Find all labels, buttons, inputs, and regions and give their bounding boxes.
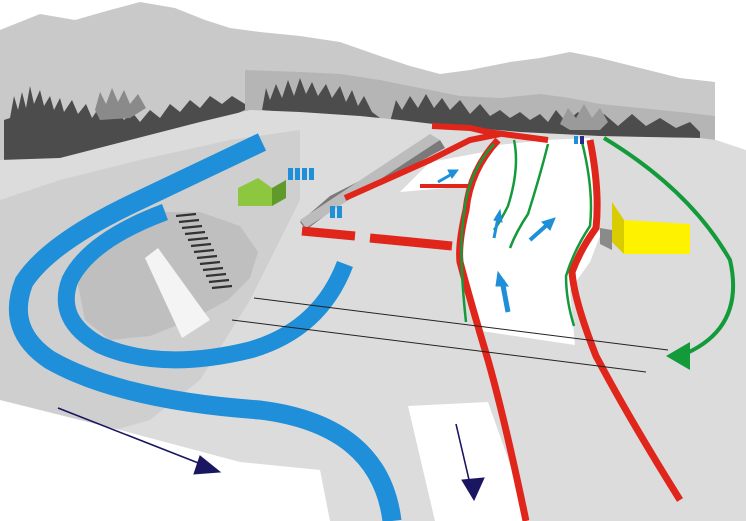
arrow-left-head xyxy=(193,455,222,475)
blue-ski-track xyxy=(8,133,402,521)
toilet-8 xyxy=(580,136,584,144)
red-line-top xyxy=(431,123,549,143)
toilet-6 xyxy=(337,206,342,218)
portable-toilets xyxy=(288,136,584,218)
toilet-3 xyxy=(302,168,307,180)
stadium-grandstand-top xyxy=(300,134,440,228)
toilet-7 xyxy=(574,136,578,144)
course-line-1 xyxy=(253,297,669,351)
red-barrier-horizontal xyxy=(301,226,356,241)
green-return-arrowhead xyxy=(666,342,690,370)
red-lane-left xyxy=(456,137,530,521)
red-line-upper xyxy=(343,131,501,201)
green-lane-left xyxy=(460,143,495,323)
toilet-2 xyxy=(295,168,300,180)
course-lines xyxy=(231,297,669,373)
snow-stadium-lanes xyxy=(460,138,600,345)
snow-lower-left xyxy=(0,400,330,521)
snow-lower-center xyxy=(408,402,530,521)
green-lane-right xyxy=(564,141,593,327)
forest-left xyxy=(4,86,245,165)
forest-center xyxy=(262,78,380,118)
arrow-center-line xyxy=(455,423,471,485)
arrow-left-line xyxy=(57,407,207,467)
forest-left-light xyxy=(95,88,146,120)
red-lane-right xyxy=(568,139,683,502)
direction-arrows xyxy=(57,407,485,502)
snow-areas xyxy=(0,138,600,521)
start-stadium-corridors xyxy=(301,123,736,521)
yellow-building xyxy=(600,202,690,254)
lane-arrows xyxy=(437,169,556,313)
red-barrier-horizontal-2 xyxy=(369,233,453,251)
forest-right-light xyxy=(560,104,608,130)
green-hut-front xyxy=(238,178,272,206)
green-lane-mid-right xyxy=(508,143,550,249)
ski-jump-white-landing xyxy=(145,248,210,338)
green-hut xyxy=(238,178,286,206)
course-line-2 xyxy=(231,319,647,373)
arrow-center-head xyxy=(461,477,485,502)
green-hut-side xyxy=(272,180,286,206)
toilet-4 xyxy=(309,168,314,180)
yellow-building-side xyxy=(612,202,624,254)
yellow-building-front xyxy=(624,220,690,254)
ski-jump-steps xyxy=(175,212,233,290)
blue-track-inner xyxy=(57,204,353,369)
yellow-building-shadow xyxy=(600,228,612,250)
green-return-loop xyxy=(602,136,736,358)
blue-track-outer xyxy=(8,133,402,521)
toilet-5 xyxy=(330,206,335,218)
toilet-1 xyxy=(288,168,293,180)
